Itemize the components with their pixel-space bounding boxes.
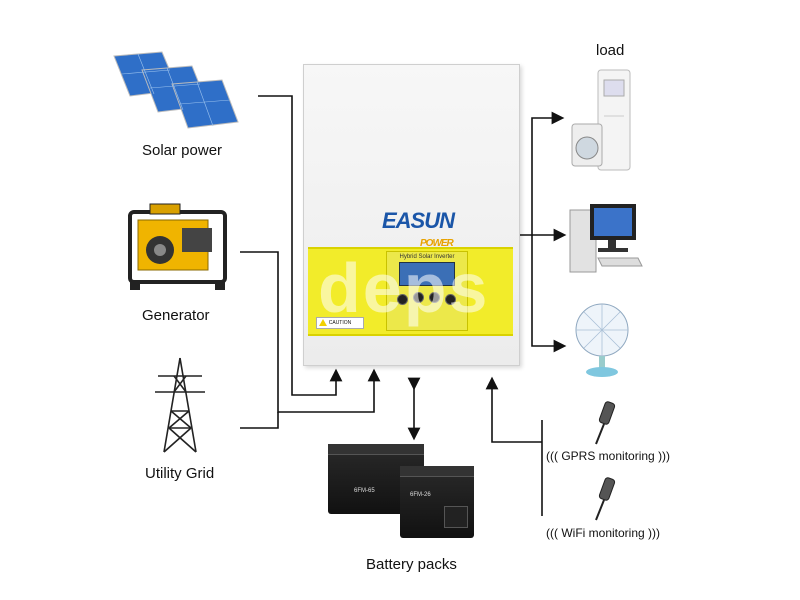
battery-tag: 6FM-65 <box>354 488 375 494</box>
solar-panel-icon <box>104 48 264 138</box>
gprs-label: GPRS monitoring <box>561 449 655 463</box>
signal-waves-icon: ((( <box>546 526 558 540</box>
load-wire-fan <box>531 235 567 353</box>
inverter-front-panel: Hybrid Solar Inverter CAUTION <box>308 247 513 529</box>
brand-main: EASUN <box>382 208 455 233</box>
lcd-bezel: Hybrid Solar Inverter <box>386 251 468 331</box>
battery-label: Battery packs <box>366 556 457 573</box>
solar-label: Solar power <box>142 142 223 159</box>
wifi-label: WiFi monitoring <box>561 526 645 540</box>
load-trunk <box>518 111 565 236</box>
gprs-dongle-icon <box>592 400 622 446</box>
caution-label: CAUTION <box>316 317 364 329</box>
generator-label: Generator <box>142 307 210 324</box>
utility-label: Utility Grid <box>145 465 215 482</box>
inverter-brand: EASUN POWER <box>382 208 455 260</box>
generator-icon <box>120 198 240 293</box>
panel-button-1[interactable] <box>397 294 408 305</box>
utility-wire <box>240 412 279 429</box>
signal-waves-icon: ))) <box>648 526 661 540</box>
computer-icon <box>568 196 644 276</box>
brand-sub: POWER <box>420 238 454 249</box>
inverter-unit: EASUN POWER Hybrid Solar Inverter CAUTIO… <box>303 64 520 529</box>
signal-waves-icon: ((( <box>546 449 558 463</box>
signal-waves-icon: ))) <box>658 449 671 463</box>
battery-tag: 6FM-26 <box>410 492 431 498</box>
panel-button-4[interactable] <box>445 294 456 305</box>
battery-icon: 6FM-26 <box>400 466 474 538</box>
load-label: load <box>596 42 625 59</box>
wifi-monitoring: ((( WiFi monitoring ))) <box>546 526 660 540</box>
lcd-display <box>399 262 455 286</box>
solar-wire <box>258 95 343 396</box>
gprs-monitoring: ((( GPRS monitoring ))) <box>546 449 670 463</box>
monitoring-wire <box>485 376 542 443</box>
lcd-title: Hybrid Solar Inverter <box>399 254 455 260</box>
fan-icon <box>566 300 636 380</box>
wifi-dongle-icon <box>592 476 622 522</box>
utility-pylon-icon <box>150 356 210 454</box>
panel-button-3[interactable] <box>429 292 440 303</box>
watermark: deps <box>318 249 490 327</box>
panel-button-2[interactable] <box>413 292 424 303</box>
appliance-icon <box>568 66 638 176</box>
